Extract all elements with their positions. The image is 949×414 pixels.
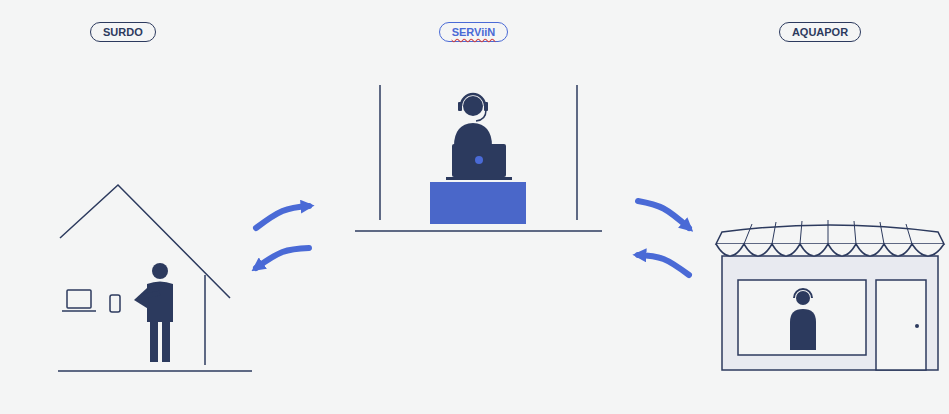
person-figure	[134, 263, 188, 362]
column-heading: SERViiN	[439, 22, 509, 42]
house-illustration	[58, 185, 252, 371]
flow-arrow	[256, 206, 309, 228]
desk-illustration	[430, 144, 526, 224]
booth-illustration	[355, 85, 602, 231]
column-heading: SURDO	[90, 22, 156, 42]
flow-arrow	[256, 248, 309, 268]
operator-figure	[454, 94, 492, 146]
region-node: SURDO	[40, 15, 250, 385]
shop-illustration	[716, 220, 944, 370]
region-node: SERViiN	[315, 15, 632, 385]
laptop-icon	[62, 290, 120, 312]
region-node: AQUAPOR	[695, 15, 945, 385]
flow-arrow	[638, 201, 689, 228]
clerk-figure	[790, 289, 816, 350]
column-heading: AQUAPOR	[779, 22, 861, 42]
flow-arrow	[638, 255, 689, 275]
